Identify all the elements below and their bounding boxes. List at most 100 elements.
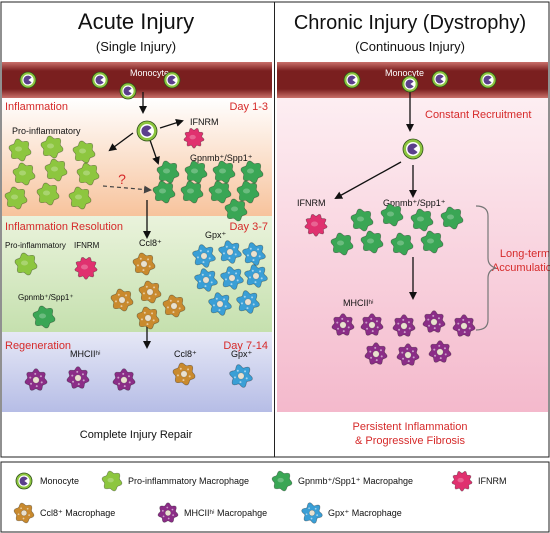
mhc-macrophage-icon	[428, 340, 452, 363]
gpnmb-macrophage-icon	[156, 160, 180, 184]
gpnmb-macrophage-icon	[180, 180, 204, 204]
gpnmb-macrophage-icon	[380, 203, 404, 227]
legend-ifnrm-label: IFNRM	[478, 476, 507, 486]
monocyte-icon	[136, 120, 158, 142]
chronic-title: Chronic Injury (Dystrophy)	[294, 12, 526, 34]
pro-macrophage-icon	[72, 140, 96, 164]
reg-mhc-label: MHCIIʰⁱ	[70, 349, 101, 359]
acute-panel: Acute Injury (Single Injury) Inflammatio…	[2, 9, 272, 441]
gpnmb-macrophage-icon	[390, 232, 414, 256]
ccl8-macrophage-icon	[132, 252, 156, 276]
chronic-outcome-1: Persistent Inflammation	[353, 421, 468, 433]
monocyte-icon	[91, 71, 109, 89]
mhc-macrophage-icon	[24, 368, 48, 391]
monocyte-icon	[479, 71, 497, 89]
legend-gpnmb-label: Gpnmb⁺/Spp1⁺ Macropahge	[298, 476, 413, 486]
pro-macrophage-icon	[4, 186, 28, 210]
chronic-mhc-label: MHCIIʰⁱ	[343, 298, 374, 308]
gpx-macrophage-icon	[242, 242, 266, 266]
regeneration-label: Regeneration	[5, 340, 71, 352]
mhc-macrophage-icon	[331, 313, 355, 336]
monocyte-icon	[15, 472, 33, 490]
mhc-macrophage-icon	[396, 343, 420, 366]
regeneration-zone	[2, 332, 272, 412]
chronic-monocyte-label: Monocyte	[385, 68, 424, 78]
gpx-macrophage-icon	[229, 364, 253, 388]
ccl8-macrophage-icon	[162, 294, 186, 318]
pro-macrophage-icon	[36, 182, 60, 206]
acute-subtitle: (Single Injury)	[96, 39, 176, 54]
gpx-macrophage-icon	[192, 244, 216, 268]
ccl8-macrophage-icon	[138, 280, 162, 304]
pro-macrophage-icon	[101, 470, 123, 492]
mhc-macrophage-icon	[157, 502, 179, 523]
accumulation-bracket	[475, 205, 497, 331]
gpx-macrophage-icon	[301, 502, 323, 524]
chronic-arrows	[334, 92, 417, 300]
accumulation-label-2: Accumulation	[492, 262, 550, 274]
pro-macrophage-icon	[44, 158, 68, 182]
mhc-macrophage-icon	[360, 313, 384, 336]
monocyte-icon	[119, 82, 137, 100]
chronic-ifnrm-label: IFNRM	[297, 198, 326, 208]
mhc-macrophage-icon	[392, 314, 416, 337]
acute-blood-vessel	[2, 62, 272, 98]
resolution-label: Inflammation Resolution	[5, 221, 123, 233]
chronic-outcome-2: & Progressive Fibrosis	[355, 435, 466, 447]
gpx-macrophage-icon	[208, 292, 232, 316]
pro-macrophage-icon	[12, 162, 36, 186]
mhc-macrophage-icon	[422, 310, 446, 333]
mhc-macrophage-icon	[112, 368, 136, 391]
pro-macrophage-icon	[40, 135, 64, 159]
mhc-macrophage-icon	[452, 314, 476, 337]
recruitment-label: Constant Recruitment	[425, 109, 531, 121]
gpnmb-macrophage-icon	[240, 160, 264, 184]
res-pro-label: Pro-inflammatory	[5, 241, 66, 250]
monocyte-icon	[402, 138, 424, 160]
inflammation-day: Day 1-3	[229, 101, 268, 113]
ccl8-macrophage-icon	[110, 288, 134, 312]
gpnmb-macrophage-icon	[440, 206, 464, 230]
gpx-macrophage-icon	[220, 266, 244, 290]
pro-macrophage-icon	[76, 162, 100, 186]
pro-macrophage-icon	[68, 186, 92, 210]
ccl8-macrophage-icon	[136, 306, 160, 330]
gpnmb-macrophage-icon	[350, 208, 374, 232]
mhc-macrophage-icon	[66, 366, 90, 389]
pro-macrophage-icon	[8, 138, 32, 162]
gpnmb-macrophage-icon	[224, 198, 248, 222]
ifnrm-macrophage-icon	[304, 214, 328, 237]
reg-ccl8-label: Ccl8⁺	[174, 349, 197, 359]
gpx-macrophage-icon	[194, 268, 218, 292]
ifnrm-macrophage-icon	[183, 128, 205, 149]
infl-pro-label: Pro-inflammatory	[12, 126, 81, 136]
panel-frame	[0, 1, 550, 458]
monocyte-icon	[431, 70, 449, 88]
legend-monocyte-label: Monocyte	[40, 476, 79, 486]
ccl8-macrophage-icon	[13, 502, 35, 524]
pro-macrophage-icon	[14, 252, 38, 276]
monocyte-icon	[19, 71, 37, 89]
gpnmb-macrophage-icon	[212, 160, 236, 184]
chronic-gpnmb-label: Gpnmb⁺/Spp1⁺	[383, 198, 446, 208]
acute-title: Acute Injury	[78, 9, 194, 34]
gpnmb-macrophage-icon	[152, 180, 176, 204]
legend-mhc-label: MHCIIʰⁱ Macropahge	[184, 508, 267, 518]
legend: Monocyte Pro-inflammatory Macrophage Gpn…	[0, 461, 550, 533]
gpnmb-macrophage-icon	[420, 230, 444, 254]
legend-ccl8-label: Ccl8⁺ Macrophage	[40, 508, 115, 518]
res-gpnmb-label: Gpnmb⁺/Spp1⁺	[18, 293, 74, 302]
gpnmb-macrophage-icon	[208, 180, 232, 204]
monocyte-icon	[163, 71, 181, 89]
legend-pro-label: Pro-inflammatory Macrophage	[128, 476, 249, 486]
chronic-subtitle: (Continuous Injury)	[355, 39, 465, 54]
res-ccl8-label: Ccl8⁺	[139, 238, 162, 248]
gpnmb-macrophage-icon	[32, 305, 56, 329]
vessel-monocyte-label: Monocyte	[130, 68, 169, 78]
accumulation-label-1: Long-term	[500, 248, 550, 260]
infl-question: ?	[118, 171, 126, 187]
infl-gpnmb-label: Gpnmb⁺/Spp1⁺	[190, 153, 253, 163]
ifnrm-macrophage-icon	[451, 471, 473, 492]
